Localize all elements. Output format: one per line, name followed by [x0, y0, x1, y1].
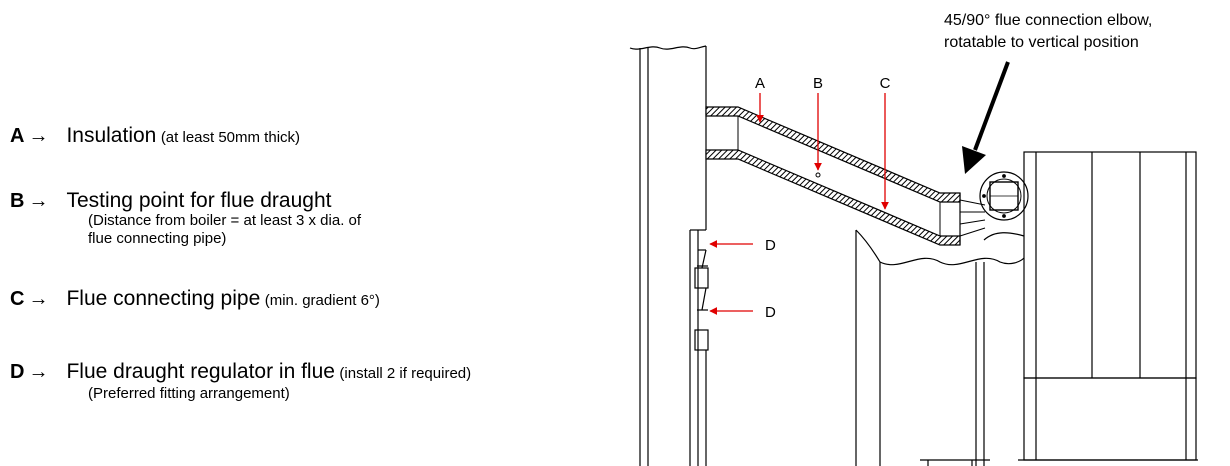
- legend-item-c: C→ Flue connecting pipe (min. gradient 6°…: [10, 287, 380, 311]
- legend-subnote: flue connecting pipe): [88, 230, 227, 247]
- legend-letter: A: [10, 125, 25, 147]
- legend-letter: B: [10, 190, 25, 212]
- legend-letter: D: [10, 361, 25, 383]
- legend-item-d: D→ Flue draught regulator in flue (instal…: [10, 360, 471, 384]
- arrow-right-icon: →: [28, 361, 49, 383]
- arrow-right-icon: →: [28, 125, 49, 147]
- elbow-callout: 45/90° flue connection elbow, rotatable …: [944, 10, 1152, 54]
- legend-title: Flue connecting pipe: [66, 287, 261, 310]
- legend-item-b: B→ Testing point for flue draught: [10, 189, 331, 213]
- chimney-wall: [629, 45, 709, 466]
- callout-line: 45/90° flue connection elbow,: [944, 12, 1153, 29]
- legend: A→Insulation (at least 50mm thick) B→Tes…: [10, 0, 620, 466]
- legend-item-a: A→ Insulation (at least 50mm thick): [10, 124, 300, 148]
- label-arrows: [709, 93, 889, 315]
- testing-point-marker: [815, 172, 821, 178]
- arrow-right-icon: →: [28, 288, 49, 310]
- legend-title: Flue draught regulator in flue: [66, 360, 335, 383]
- legend-note: (install 2 if required): [339, 365, 472, 382]
- legend-letter: C: [10, 288, 25, 310]
- arrow-right-icon: →: [28, 190, 49, 212]
- diagram-label-d1: D: [765, 237, 776, 254]
- diagram-label-a: A: [755, 75, 765, 92]
- legend-note: (at least 50mm thick): [160, 129, 301, 146]
- legend-subnote: (Preferred fitting arrangement): [88, 385, 290, 402]
- diagram-label-b: B: [813, 75, 823, 92]
- legend-subnote: (Distance from boiler = at least 3 x dia…: [88, 212, 362, 229]
- diagram-label-d2: D: [765, 304, 776, 321]
- legend-title: Insulation: [66, 124, 157, 147]
- flue-elbow: [979, 171, 1029, 221]
- callout-line: rotatable to vertical position: [944, 34, 1139, 51]
- callout-arrow: [962, 61, 1010, 174]
- legend-title: Testing point for flue draught: [66, 189, 332, 212]
- diagram-label-c: C: [880, 75, 891, 92]
- boiler: [855, 151, 1198, 466]
- flue-connecting-pipe: [705, 106, 986, 246]
- legend-note: (min. gradient 6°): [264, 292, 380, 309]
